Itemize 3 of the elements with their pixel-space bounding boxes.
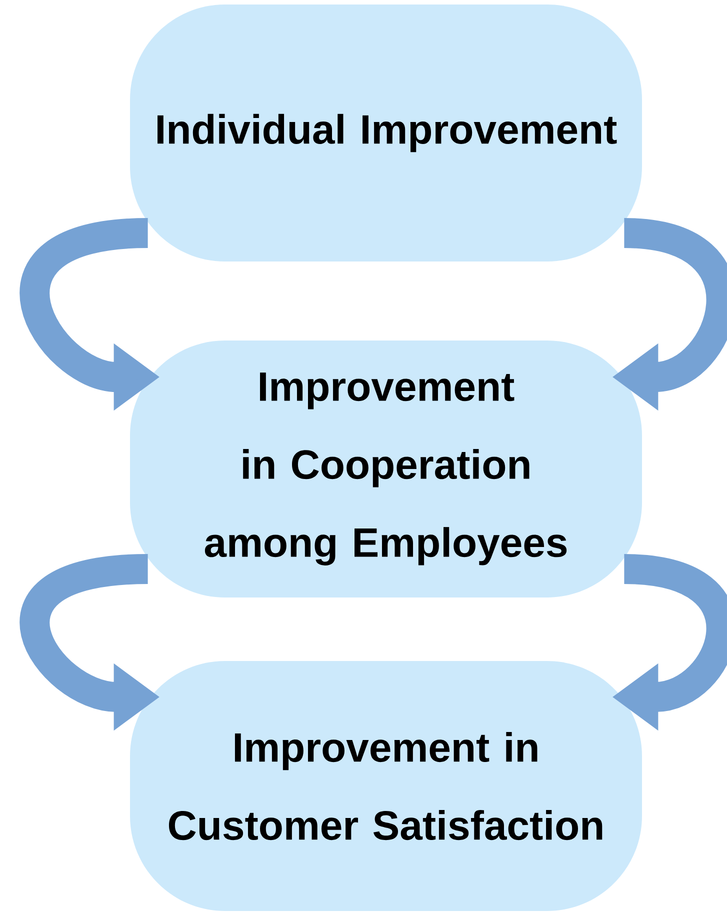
process-box: Individual Improvement	[130, 4, 642, 262]
process-box: Improvement in Cooperation among Employees	[130, 340, 642, 598]
process-box: Improvement in Customer Satisfaction	[130, 661, 642, 911]
